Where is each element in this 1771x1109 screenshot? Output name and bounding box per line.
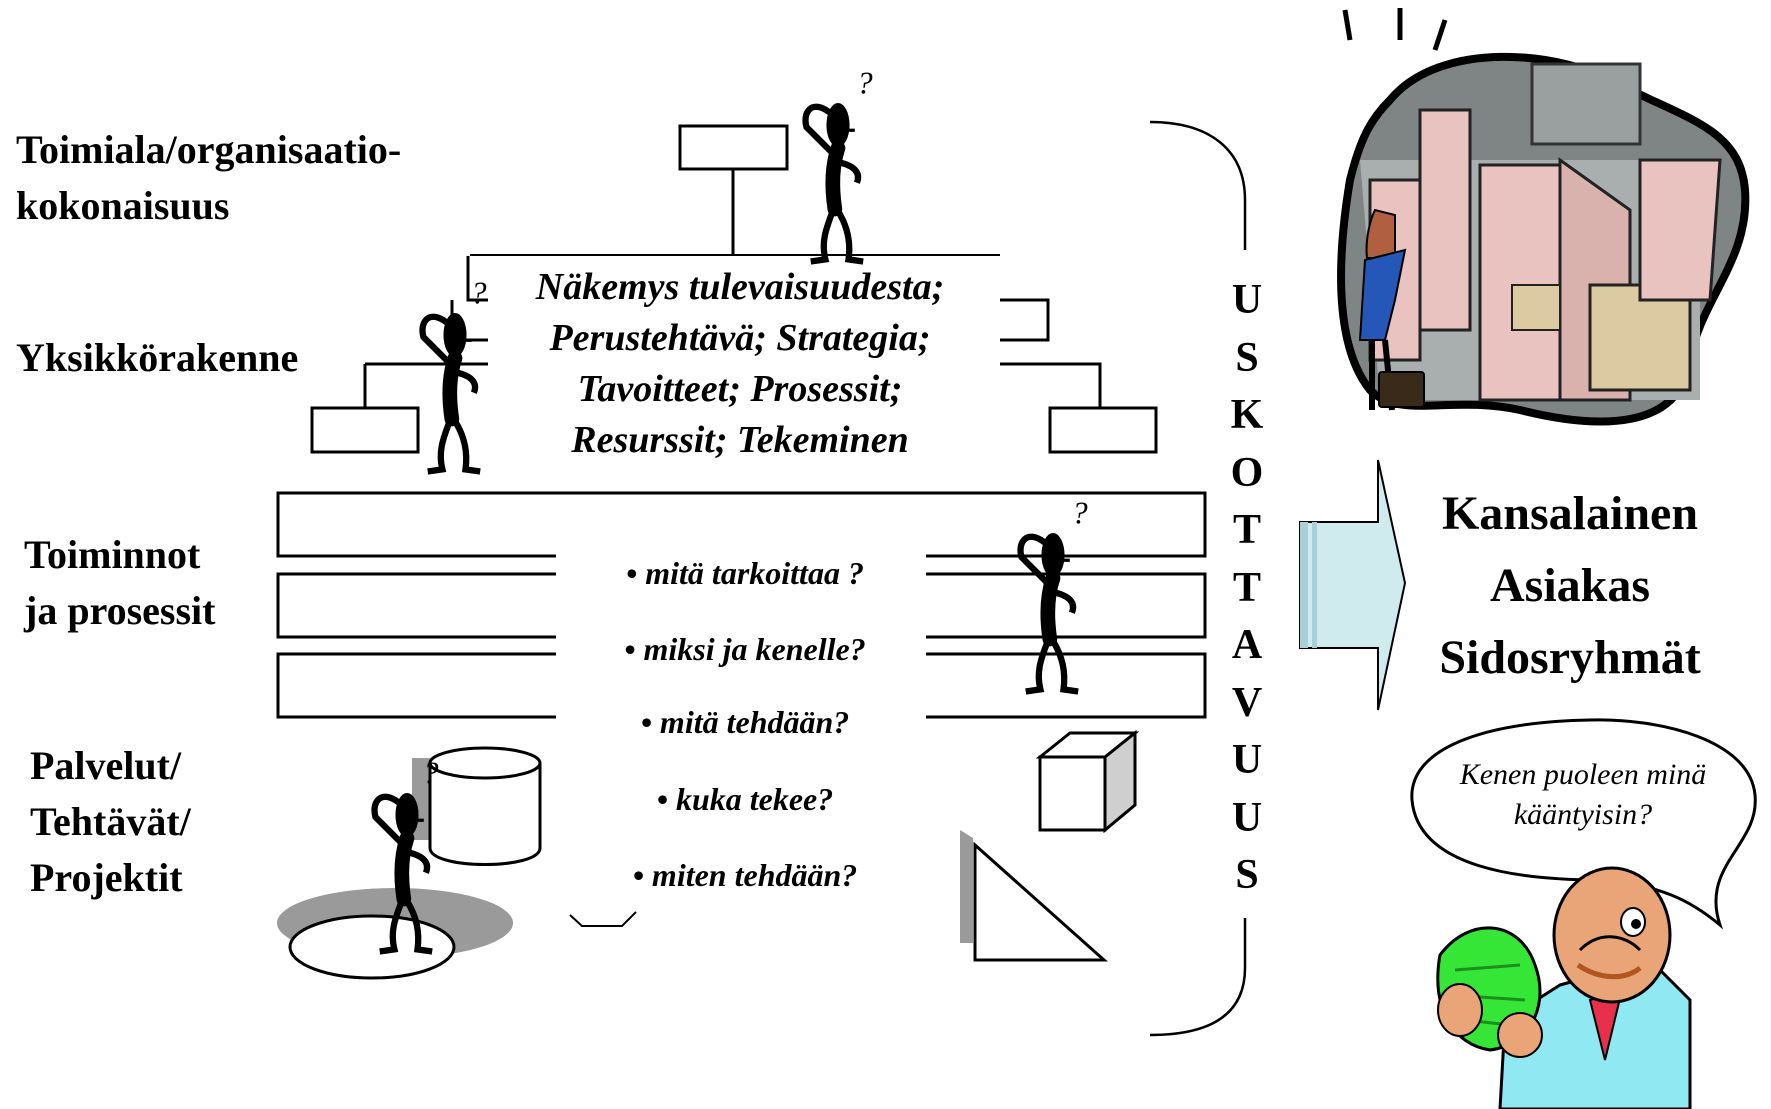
credibility-bracket-top <box>1149 120 1247 250</box>
credibility-letter: O <box>1230 449 1264 496</box>
vision-line-1: Näkemys tulevaisuudesta; <box>535 266 945 308</box>
triangle-shape <box>960 830 1108 962</box>
credibility-letter: T <box>1232 507 1261 553</box>
thinking-figure-unit: ? <box>423 276 487 472</box>
level-functions-line-1: Toiminnot <box>24 532 201 577</box>
vision-line-3: Tavoitteet; Prosessit; <box>577 368 903 410</box>
credibility-letter: T <box>1232 564 1261 611</box>
credibility-letter: S <box>1235 334 1259 381</box>
stakeholder-citizen: Kansalainen <box>1441 487 1699 540</box>
credibility-letter: S <box>1235 852 1259 898</box>
credibility-letter: U <box>1231 277 1263 323</box>
unit-connectors <box>363 254 1102 408</box>
svg-text:?: ? <box>1072 496 1088 531</box>
unit-box-right <box>1048 406 1158 454</box>
arrow-to-stakeholders <box>1299 459 1407 711</box>
question-panel-base <box>569 911 637 927</box>
thinking-figure-process: ? <box>1021 496 1088 692</box>
speech-bubble-line-2: kääntyisin? <box>1513 798 1653 831</box>
credibility-bracket-bottom <box>1149 918 1247 1037</box>
speech-bubble-text: Kenen puoleen minä kääntyisin? <box>1423 755 1743 835</box>
thinking-figure-services: ? <box>375 756 439 952</box>
credibility-letter: V <box>1231 679 1263 726</box>
stakeholder-customer: Asiakas <box>1489 559 1651 612</box>
vision-text: Näkemys tulevaisuudesta; Perustehtävä; S… <box>470 262 1010 466</box>
credibility-letter: U <box>1231 737 1263 783</box>
credibility-vertical-word: U S K O T T A V U U S <box>1222 272 1272 905</box>
question-3: • mitä tehdään? <box>640 704 850 740</box>
citizen-illustration <box>1436 866 1692 1109</box>
speech-bubble-line-1: Kenen puoleen minä <box>1459 758 1707 791</box>
cube-shape <box>1035 729 1140 834</box>
credibility-letter: A <box>1231 622 1263 668</box>
question-5: • miten tehdään? <box>632 857 858 893</box>
question-panel <box>556 552 926 902</box>
credibility-letter: U <box>1231 794 1263 841</box>
level-services-line-1: Palvelut/ <box>30 743 182 788</box>
question-2: • miksi ja kenelle? <box>624 631 866 667</box>
level-organization-line-1: Toimiala/organisaatio- <box>16 127 402 172</box>
vision-line-4: Resurssit; Tekeminen <box>571 419 909 461</box>
level-unit-label: Yksikkörakenne <box>16 330 298 386</box>
svg-text:?: ? <box>423 756 439 791</box>
level-services-label: Palvelut/ Tehtävät/ Projektit <box>30 738 191 906</box>
level-functions-line-2: ja prosessit <box>24 588 216 633</box>
level-unit-line: Yksikkörakenne <box>16 335 299 380</box>
thinking-figure-top: ? <box>806 66 873 262</box>
org-box <box>678 124 789 254</box>
level-organization-line-2: kokonaisuus <box>16 183 230 228</box>
unit-box-left <box>310 406 420 454</box>
stakeholder-interest-groups: Sidosryhmät <box>1439 631 1701 684</box>
level-functions-label: Toiminnot ja prosessit <box>24 527 215 639</box>
maze-illustration <box>1337 8 1750 426</box>
question-1: • mitä tarkoittaa ? <box>626 555 864 591</box>
credibility-letter: K <box>1230 392 1264 438</box>
level-organization-label: Toimiala/organisaatio- kokonaisuus <box>16 122 401 234</box>
svg-text:?: ? <box>471 276 487 311</box>
question-4: • kuka tekee? <box>656 781 834 817</box>
svg-text:?: ? <box>857 66 873 101</box>
vision-line-2: Perustehtävä; Strategia; <box>549 317 931 359</box>
level-services-line-3: Projektit <box>30 855 183 900</box>
cylinder-shape <box>412 746 542 866</box>
level-services-line-2: Tehtävät/ <box>30 799 191 844</box>
stakeholder-list: Kansalainen Asiakas Sidosryhmät <box>1400 478 1740 694</box>
